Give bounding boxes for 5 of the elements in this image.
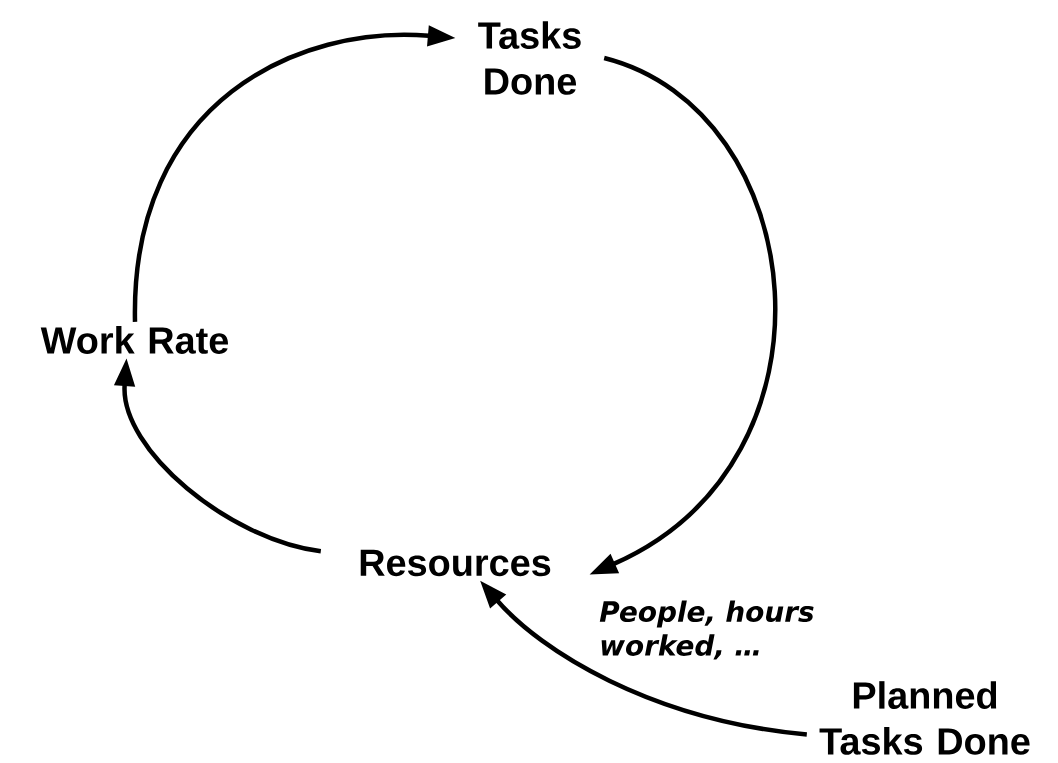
node-label: Planned Tasks Done bbox=[819, 681, 1030, 755]
edge-label: People, hours worked, … bbox=[599, 600, 814, 660]
node-label: Tasks Done bbox=[478, 21, 581, 95]
node-label: Work Rate bbox=[40, 326, 228, 354]
node-label: Resources bbox=[360, 549, 551, 577]
